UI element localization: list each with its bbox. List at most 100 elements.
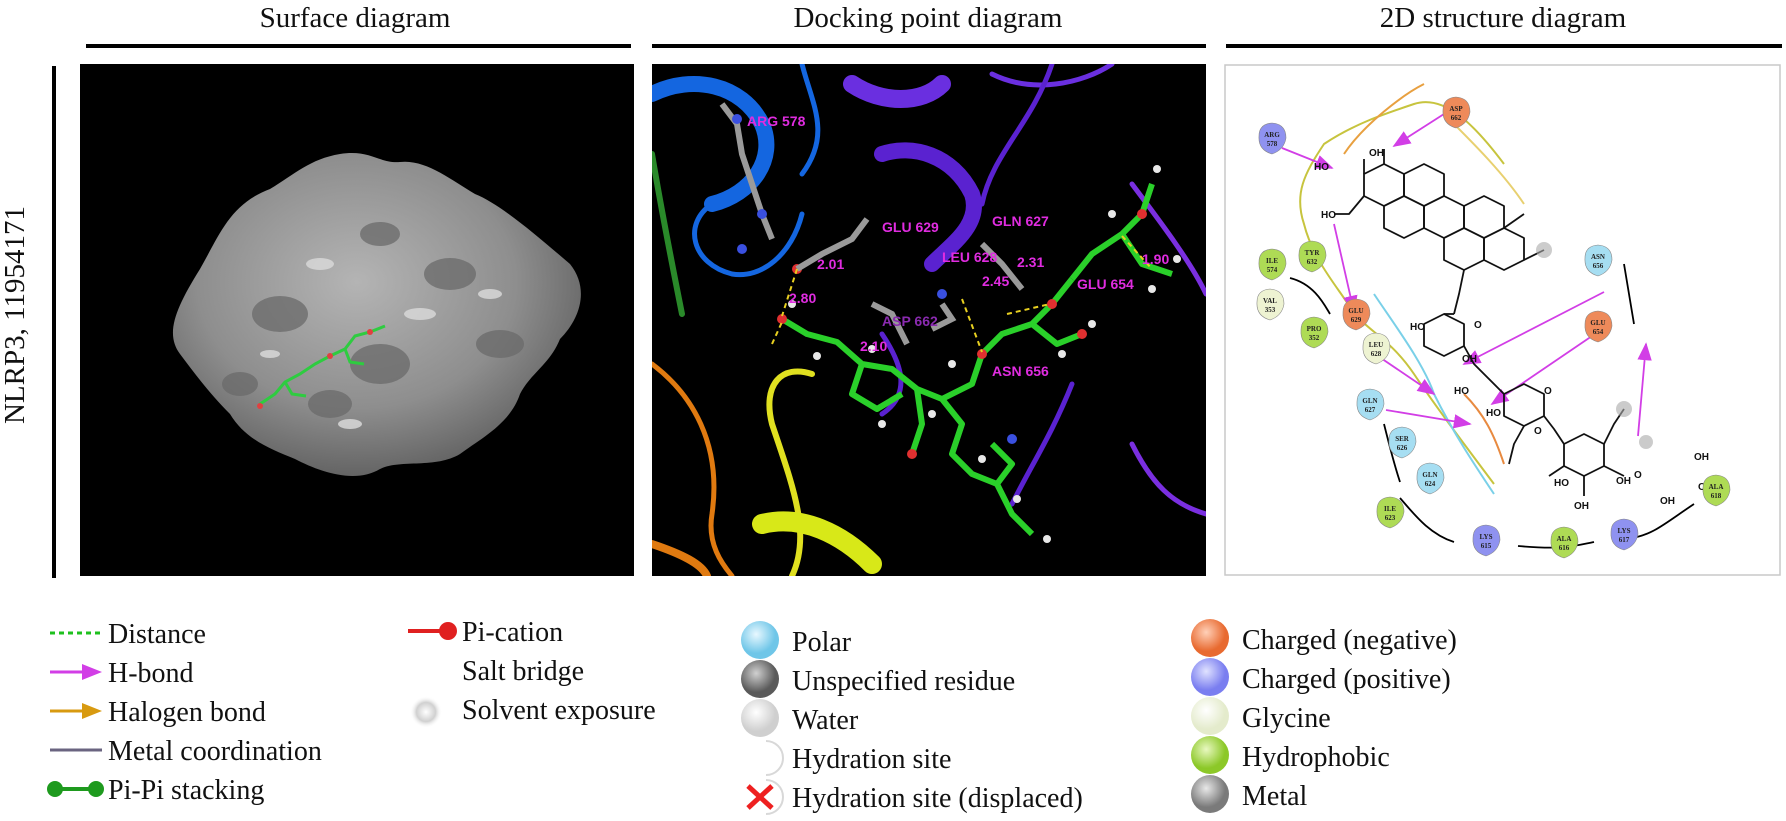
pication-icon [408, 622, 457, 640]
residue-name: LEU [1369, 341, 1383, 349]
atom-label-ho-5: HO [1486, 408, 1501, 419]
residue-number: 615 [1481, 542, 1492, 550]
residue-number: 574 [1267, 266, 1278, 274]
legend-label-unspecified: Unspecified residue [792, 666, 1016, 697]
legend-label-negative: Charged (negative) [1242, 625, 1457, 656]
residue-name: LYS [1480, 533, 1493, 541]
label-dist-3: 2.45 [982, 273, 1009, 289]
legend-label-glycine: Glycine [1242, 703, 1331, 734]
residue-name: ILE [1384, 505, 1396, 513]
legend-label-pication: Pi-cation [462, 617, 564, 648]
residue-marker-shape [1388, 426, 1417, 459]
atom-label-oh-4: OH [1616, 476, 1631, 487]
residue-number: 654 [1593, 328, 1604, 336]
residue-marker-shape [1702, 474, 1731, 507]
legend-label-solvent: Solvent exposure [462, 695, 656, 726]
label-glu629: GLU 629 [882, 219, 939, 235]
residue-name: ASN [1591, 253, 1605, 261]
residue-marker-shape [1256, 288, 1285, 321]
residue-name: ILE [1266, 257, 1278, 265]
atom-label-ho-6: HO [1554, 478, 1569, 489]
residue-marker-shape [1300, 316, 1329, 349]
unspecified-residue-icon [741, 660, 779, 698]
residue-number: 618 [1711, 492, 1722, 500]
legend-label-distance: Distance [108, 619, 206, 650]
surface-diagram-image [80, 64, 634, 576]
residue-number: 578 [1267, 140, 1278, 148]
residue-name: LYS [1618, 527, 1631, 535]
legend-label-hydration: Hydration site [792, 744, 952, 775]
label-dist-6: 2.10 [860, 338, 887, 354]
residue-name: GLU [1590, 319, 1605, 327]
ligand-oxygens [257, 329, 373, 409]
hydration-displaced-icon [746, 779, 784, 815]
residue-name: PRO [1307, 325, 1322, 333]
solvent-exposure-marks [1536, 242, 1653, 449]
atom-label-oh-2: OH [1462, 354, 1477, 365]
residue-number: 629 [1351, 316, 1362, 324]
atom-label-ho-1: HO [1314, 162, 1329, 173]
hydrophobic-residue-icon [1191, 736, 1229, 774]
legend-label-metal: Metal coordination [108, 736, 322, 767]
ligand-atom-labels: OH HO HO HO O OH HO HO O O HO OH OH O OH… [1314, 148, 1713, 512]
solvent-exposure-icon [410, 696, 442, 728]
side-label: NLRP3, 11954171 [0, 205, 31, 425]
residue-number: 627 [1365, 406, 1376, 414]
atom-label-oh-1: OH [1369, 148, 1384, 159]
label-dist-1: 2.01 [817, 256, 844, 272]
header-docking-point-diagram: Docking point diagram [793, 2, 1063, 34]
residue-marker-shape [1550, 526, 1579, 559]
residue-number: 617 [1619, 536, 1630, 544]
header-rule-surface [86, 44, 631, 48]
legend-label-hydrophobic: Hydrophobic [1242, 742, 1390, 773]
label-gln627: GLN 627 [992, 213, 1049, 229]
residue-marker-shape [1610, 518, 1639, 551]
residue-marker-shape [1472, 524, 1501, 557]
residue-name: SER [1395, 435, 1410, 443]
legend-label-water: Water [792, 705, 859, 736]
water-icon [741, 699, 779, 737]
atom-label-o-2: O [1544, 386, 1552, 397]
residue-number: 632 [1307, 258, 1318, 266]
label-dist-4: 2.31 [1017, 254, 1044, 270]
residue-name: GLU [1348, 307, 1363, 315]
residue-name: VAL [1263, 297, 1277, 305]
atom-label-o-3: O [1534, 426, 1542, 437]
legend-label-hbond: H-bond [108, 658, 194, 689]
polar-residue-icon [741, 621, 779, 659]
residue-number: 624 [1425, 480, 1436, 488]
atom-label-ho-2: HO [1321, 210, 1336, 221]
positive-residue-icon [1191, 658, 1229, 696]
metal-coordination-line-icon [50, 748, 102, 752]
residue-name: GLN [1422, 471, 1437, 479]
2d-structure-image: OH HO HO HO O OH HO HO O O HO OH OH O OH… [1224, 64, 1781, 576]
hbond-arrow-icon [50, 664, 102, 680]
2d-structure-diagram-panel: OH HO HO HO O OH HO HO O O HO OH OH O OH… [1224, 64, 1782, 576]
salt-bridge-icon [408, 668, 454, 672]
legend-label-metal-type: Metal [1242, 781, 1308, 812]
legend-label-positive: Charged (positive) [1242, 664, 1451, 695]
hydration-site-icon [765, 740, 784, 776]
label-dist-2: 2.80 [789, 290, 816, 306]
header-2d-structure-diagram: 2D structure diagram [1379, 2, 1627, 34]
residue-marker-shape [1362, 332, 1391, 365]
surface-diagram-panel [80, 64, 634, 576]
label-glu654: GLU 654 [1077, 276, 1134, 292]
residue-marker-shape [1258, 248, 1287, 281]
distance-line-icon [50, 631, 102, 635]
residue-name: TYR [1305, 249, 1321, 257]
docking-point-image: ARG 578 GLU 629 GLN 627 LEU 628 GLU 654 … [652, 64, 1206, 576]
